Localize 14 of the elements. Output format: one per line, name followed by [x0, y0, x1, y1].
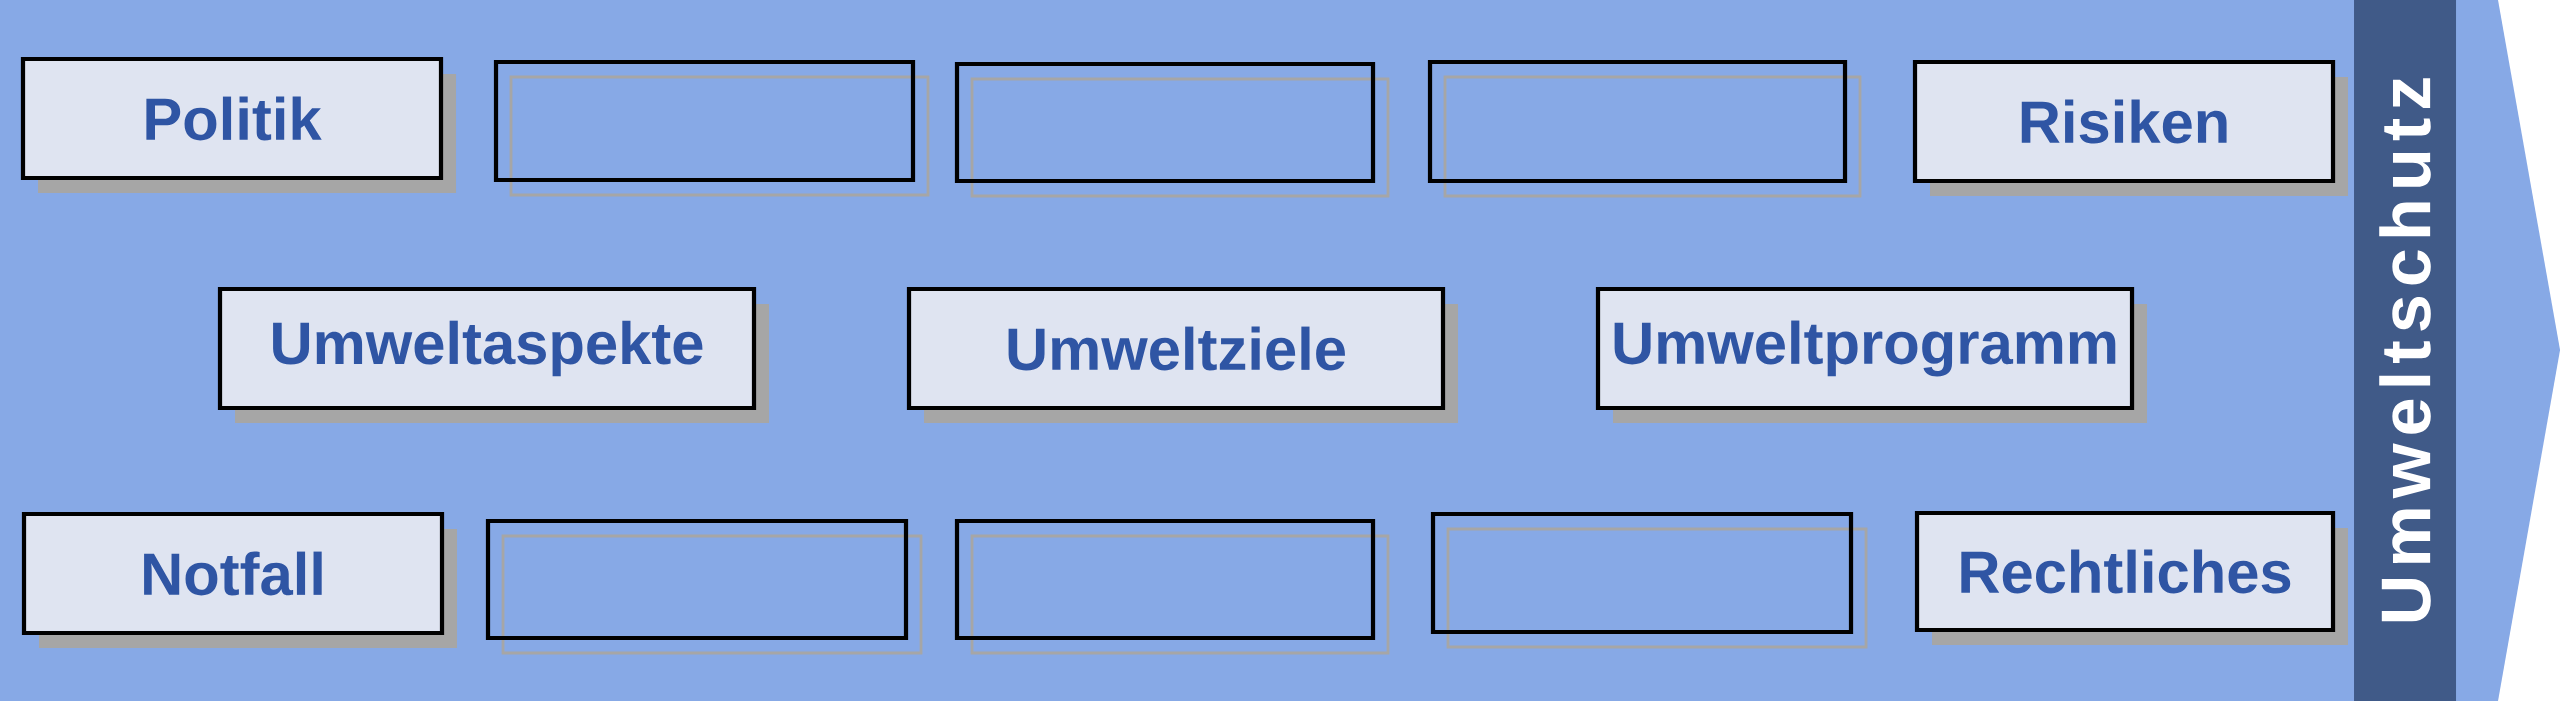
label-box: Umweltziele — [906, 286, 1458, 423]
empty-box — [954, 61, 1390, 198]
title-band: Umweltschutz — [2354, 0, 2457, 701]
empty-box — [485, 518, 923, 655]
label-box: Risiken — [1912, 59, 2348, 196]
label-box: Umweltaspekte — [217, 286, 769, 423]
empty-box — [1430, 511, 1868, 649]
empty-box — [493, 59, 930, 197]
label-box: Notfall — [21, 511, 457, 648]
label-box: Politik — [20, 56, 456, 193]
label-box: Umweltprogramm — [1595, 286, 2147, 423]
empty-box — [954, 518, 1390, 655]
label-box: Rechtliches — [1914, 510, 2348, 645]
empty-box — [1427, 59, 1862, 198]
